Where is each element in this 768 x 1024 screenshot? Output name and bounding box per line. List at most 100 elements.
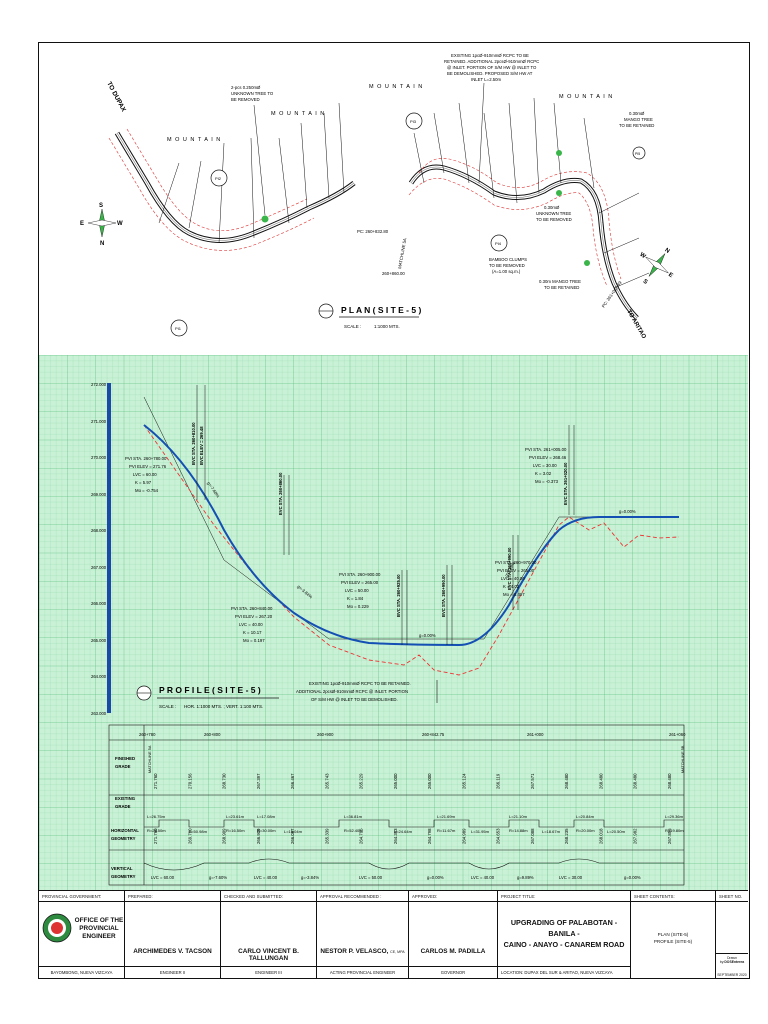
profile-title: P R O F I L E ( S I T E - 5 ) — [159, 685, 261, 695]
plan-drawing: PI1 PI2 PI3 PI4 PI5 TO DUPAX M O U N T A… — [80, 53, 674, 340]
svg-text:BVC STA. 260+990.00: BVC STA. 260+990.00 — [441, 574, 446, 617]
svg-text:271.000: 271.000 — [91, 419, 107, 424]
svg-text:SCALE :: SCALE : — [159, 704, 176, 709]
profile-view: 272.000 271.000 270.000 269.000 268.000 … — [39, 355, 748, 891]
plan-title: P L A N ( S I T E - 5 ) — [341, 305, 421, 315]
pi-label: PI4 — [495, 241, 502, 246]
table-cell-value: 271.760 — [153, 828, 158, 844]
svg-text:266.000: 266.000 — [91, 601, 107, 606]
pi-label: PI2 — [215, 176, 222, 181]
svg-text:N: N — [663, 247, 670, 254]
horizontal-geometry-value: L=18.67m — [542, 829, 561, 834]
table-cell-value: 268.480 — [598, 773, 603, 789]
svg-text:g=-7.60%: g=-7.60% — [209, 875, 227, 880]
horizontal-geometry-value: L=50.98m — [189, 829, 208, 834]
tangent-lines — [143, 396, 679, 640]
svg-text:270.000: 270.000 — [91, 455, 107, 460]
table-cell-value: 265.000 — [393, 773, 398, 789]
note-unknown-tree-mid: 0.30mØ UNKNOWN TREE TO BE REMOVED — [536, 205, 572, 222]
north-arrow-icon: N S W E — [638, 247, 673, 286]
svg-text:EVC STA. 260+860.00: EVC STA. 260+860.00 — [278, 472, 283, 515]
svg-text:W: W — [117, 221, 123, 227]
svg-text:HOR. 1:1000 MTS. ; VERT. 1:100: HOR. 1:1000 MTS. ; VERT. 1:100 MTS. — [184, 704, 263, 709]
table-cell-value: 264.989 — [461, 828, 466, 844]
cell-label: PROVINCIAL GOVERNMENT: — [42, 894, 102, 899]
to-dupax-label: TO DUPAX — [105, 81, 127, 114]
cell-label: PROJECT TITLE: — [501, 894, 536, 899]
elevation-axis — [107, 383, 111, 713]
approver-name: CARLOS M. PADILLA — [420, 948, 486, 955]
pi-label: PI1 — [175, 326, 182, 331]
note-mango-bottom: 0.30m MANGO TREE TO BE RETAINED — [539, 279, 582, 290]
svg-text:1:1000 MTS.: 1:1000 MTS. — [374, 324, 400, 329]
station-label: PC: 260+832.80 — [357, 229, 389, 234]
approver-role: GOVERNOR — [409, 966, 497, 978]
svg-text:261+000: 261+000 — [527, 732, 544, 737]
svg-text:S: S — [642, 279, 649, 286]
table-cell-value: 268.480 — [564, 773, 569, 789]
table-cell-value: 264.798 — [427, 828, 432, 844]
table-cell-value: 265.339 — [324, 828, 329, 844]
cell-label: PREPARED: — [128, 894, 153, 899]
table-cell-value: 268.018 — [598, 828, 603, 844]
profile-title-block: P R O F I L E ( S I T E - 5 ) SCALE : HO… — [136, 685, 279, 709]
cell-label: CHECKED AND SUBMITTED: — [224, 894, 283, 899]
table-cell-value: 268.909 — [222, 828, 227, 844]
svg-text:SCALE :: SCALE : — [344, 324, 361, 329]
svg-text:LVC = 40.00: LVC = 40.00 — [471, 875, 495, 880]
table-cell-value: 268.235 — [564, 828, 569, 844]
svg-text:264.000: 264.000 — [91, 674, 107, 679]
svg-text:260+780: 260+780 — [139, 732, 156, 737]
vertical-labels-lines — [196, 385, 575, 645]
preparer-name: ARCHIMEDES V. TACSON — [133, 948, 212, 955]
vertical-label-texts: BVC STA. 260+810.00 BVC ELEV = 269.48 EV… — [191, 422, 568, 617]
project-cell: PROJECT TITLE: UPGRADING OF PALABOTAN - … — [498, 891, 631, 978]
tree-markers — [261, 150, 590, 266]
svg-text:LVC = 50.00: LVC = 50.00 — [359, 875, 383, 880]
cell-label: APPROVED: — [412, 894, 438, 899]
cell-footer: BAYOMBONG, NUEVA VIZCAYA — [39, 966, 124, 978]
svg-text:LVC = 40.00: LVC = 40.00 — [254, 875, 278, 880]
table-cell-value: 265.743 — [324, 773, 329, 789]
svg-text:g=9.89%: g=9.89% — [517, 875, 534, 880]
approved-cell: APPROVED: CARLOS M. PADILLA GOVERNOR — [409, 891, 498, 978]
mountain-label: M O U N T A I N — [559, 94, 613, 100]
table-cell-value: 267.982 — [633, 828, 638, 844]
pi-label: PI3 — [410, 119, 417, 124]
drawn-by: Drawn by:DOSEnterea — [716, 953, 748, 964]
note-unknown-tree-left: 2-pcs 0.250mØ UNKNOWN TREE TO BE REMOVED — [231, 85, 274, 102]
svg-text:269.000: 269.000 — [91, 492, 107, 497]
svg-text:272.000: 272.000 — [91, 382, 107, 387]
svg-text:260+842.75: 260+842.75 — [422, 732, 445, 737]
horizontal-geometry-value: L=16.04m — [284, 829, 303, 834]
project-title: UPGRADING OF PALABOTAN - BANILA -CAINO -… — [503, 918, 625, 949]
table-cell-value: 269.790 — [187, 828, 192, 844]
table-cell-value: 266.909 — [256, 828, 261, 844]
recommended-cell: APPROVAL RECOMMENDED : NESTOR P. VELASCO… — [317, 891, 409, 978]
table-cell-value: 266.067 — [290, 828, 295, 844]
station-label: MATCHLINE 5A — [397, 238, 407, 269]
sheet-date: SEPTEMBER 2020 — [717, 973, 747, 977]
provincial-seal-icon — [42, 913, 72, 943]
plan-title-block: P L A N ( S I T E - 5 ) SCALE : 1:1000 M… — [318, 303, 421, 329]
svg-text:g=0.00%: g=0.00% — [419, 633, 436, 638]
table-cell-value: 267.088 — [530, 828, 535, 844]
table-cell-value: 267.571 — [530, 773, 535, 789]
pi-label: PI5 — [635, 152, 640, 156]
recommender-name: NESTOR P. VELASCO, CE, MPA — [320, 948, 405, 955]
